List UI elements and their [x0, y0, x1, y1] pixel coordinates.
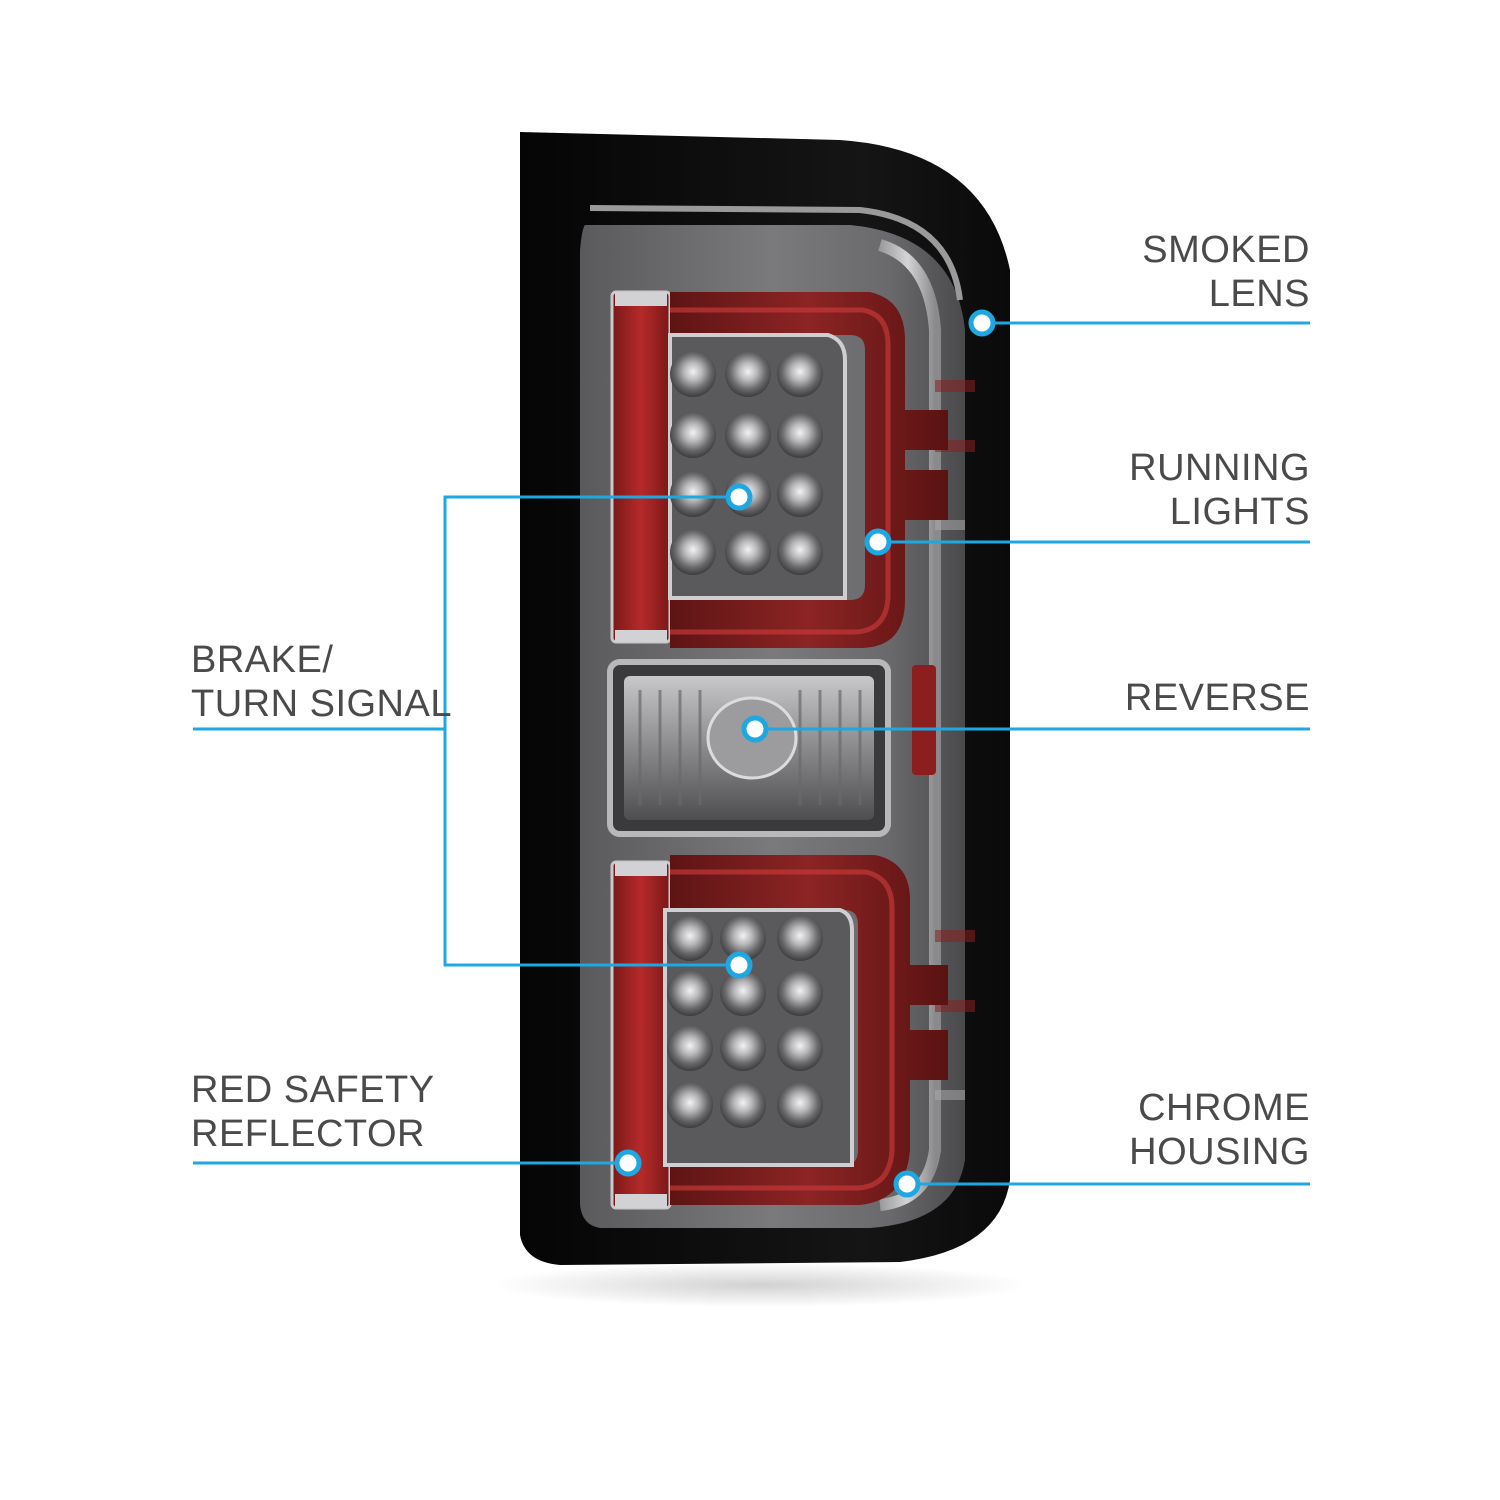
label-smoked-lens: SMOKED LENS: [1142, 228, 1310, 316]
upper-reflector-cap-bottom: [615, 630, 667, 642]
upper-reflector: [610, 290, 672, 644]
label-smoked-lens-line1: SMOKED: [1142, 229, 1310, 271]
label-reverse-line1: REVERSE: [1124, 677, 1310, 719]
callout-dots: [614, 309, 996, 1198]
callout-lines: [193, 321, 1310, 1186]
floor-shadow: [490, 1263, 1030, 1307]
label-running-lights-line2: LIGHTS: [1169, 491, 1310, 533]
lower-reflector-cap-bottom: [615, 1194, 667, 1208]
dot-brake-lower: [725, 951, 753, 979]
lower-led-array: [667, 915, 823, 1128]
label-reverse: REVERSE: [1125, 676, 1310, 720]
lower-running-light-tube: [670, 869, 895, 1191]
label-smoked-lens-line2: LENS: [1208, 273, 1310, 315]
label-running-lights: RUNNING LIGHTS: [1129, 446, 1310, 534]
dot-red-reflector: [614, 1149, 642, 1177]
label-brake-turn-signal-line2: TURN SIGNAL: [191, 683, 452, 725]
label-chrome-housing: CHROME HOUSING: [1129, 1086, 1310, 1174]
label-running-lights-line1: RUNNING: [1129, 447, 1310, 489]
lower-red-light-bar: [670, 855, 948, 1205]
dot-brake-upper: [725, 483, 753, 511]
label-brake-turn-signal: BRAKE/ TURN SIGNAL: [191, 638, 452, 726]
lower-reflector-cap-top: [615, 862, 667, 876]
dot-reverse: [741, 715, 769, 743]
label-chrome-housing-line2: HOUSING: [1129, 1131, 1310, 1173]
dot-running-lights: [864, 528, 892, 556]
label-chrome-housing-line1: CHROME: [1138, 1087, 1310, 1129]
label-red-safety-reflector-line2: REFLECTOR: [191, 1113, 425, 1155]
upper-red-light-bar: [670, 292, 948, 648]
label-red-safety-reflector-line1: RED SAFETY: [191, 1069, 435, 1111]
leader-brake-upper: [443, 495, 739, 967]
upper-running-light-tube: [670, 307, 891, 635]
lens-top-highlight: [589, 205, 963, 301]
dot-smoked-lens: [968, 309, 996, 337]
label-red-safety-reflector: RED SAFETY REFLECTOR: [191, 1068, 435, 1156]
dot-chrome-housing: [893, 1170, 921, 1198]
label-brake-turn-signal-line1: BRAKE/: [191, 639, 334, 681]
side-marker: [912, 665, 936, 775]
upper-reflector-cap-top: [615, 292, 667, 306]
reverse-lens-ribs: [638, 690, 862, 805]
